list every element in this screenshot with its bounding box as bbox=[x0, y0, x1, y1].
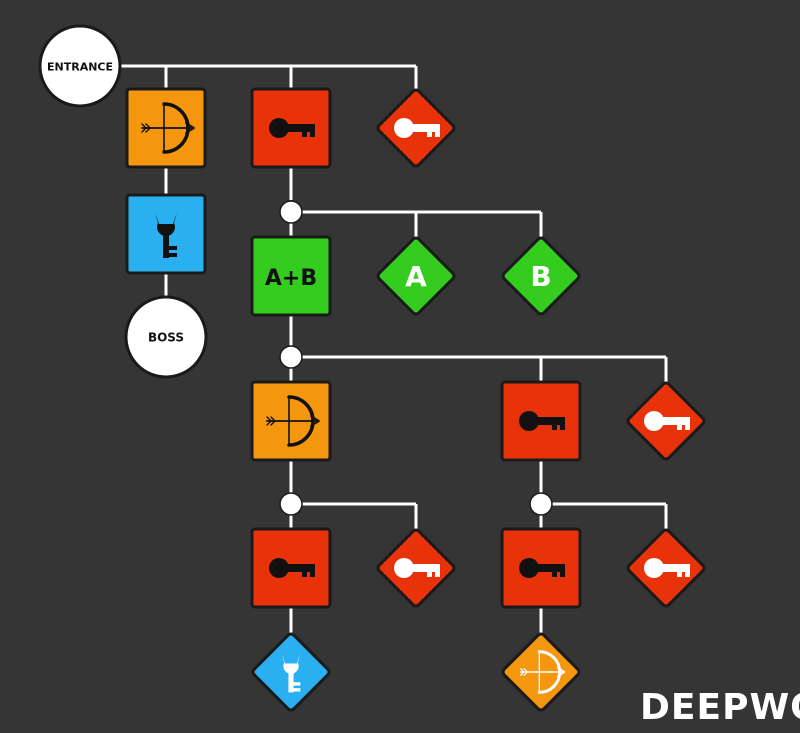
watermark-text: DEEPWO bbox=[640, 687, 800, 728]
junction-dot bbox=[279, 200, 303, 224]
bow-room-node bbox=[250, 380, 332, 462]
junction-dot bbox=[279, 345, 303, 369]
entrance-node: ENTRANCE bbox=[38, 24, 122, 108]
locked-door-node bbox=[500, 527, 582, 609]
boss-node: BOSS bbox=[124, 295, 208, 379]
switch-b-node: B bbox=[501, 236, 581, 316]
switch-door-label: A+B bbox=[265, 266, 317, 291]
locked-door-node bbox=[500, 380, 582, 462]
key-item-node bbox=[376, 528, 456, 608]
junction-dot bbox=[279, 492, 303, 516]
boss-key-room-node bbox=[125, 193, 207, 275]
bow-room-node bbox=[125, 87, 207, 169]
junction-dot bbox=[529, 492, 553, 516]
switch-door-node: A+B bbox=[250, 235, 332, 317]
switch-a-node: A bbox=[376, 236, 456, 316]
boss-label: BOSS bbox=[148, 331, 184, 345]
locked-door-node bbox=[250, 87, 332, 169]
switch-a-label: A bbox=[405, 260, 427, 293]
entrance-label: ENTRANCE bbox=[47, 61, 113, 74]
switch-b-label: B bbox=[530, 260, 551, 293]
connectors bbox=[80, 64, 668, 640]
locked-door-node bbox=[250, 527, 332, 609]
key-item-node bbox=[626, 381, 706, 461]
bow-item-node bbox=[501, 632, 581, 712]
key-item-node bbox=[376, 88, 456, 168]
key-item-node bbox=[626, 528, 706, 608]
junctions bbox=[279, 200, 553, 516]
boss-key-item-node bbox=[251, 632, 331, 712]
